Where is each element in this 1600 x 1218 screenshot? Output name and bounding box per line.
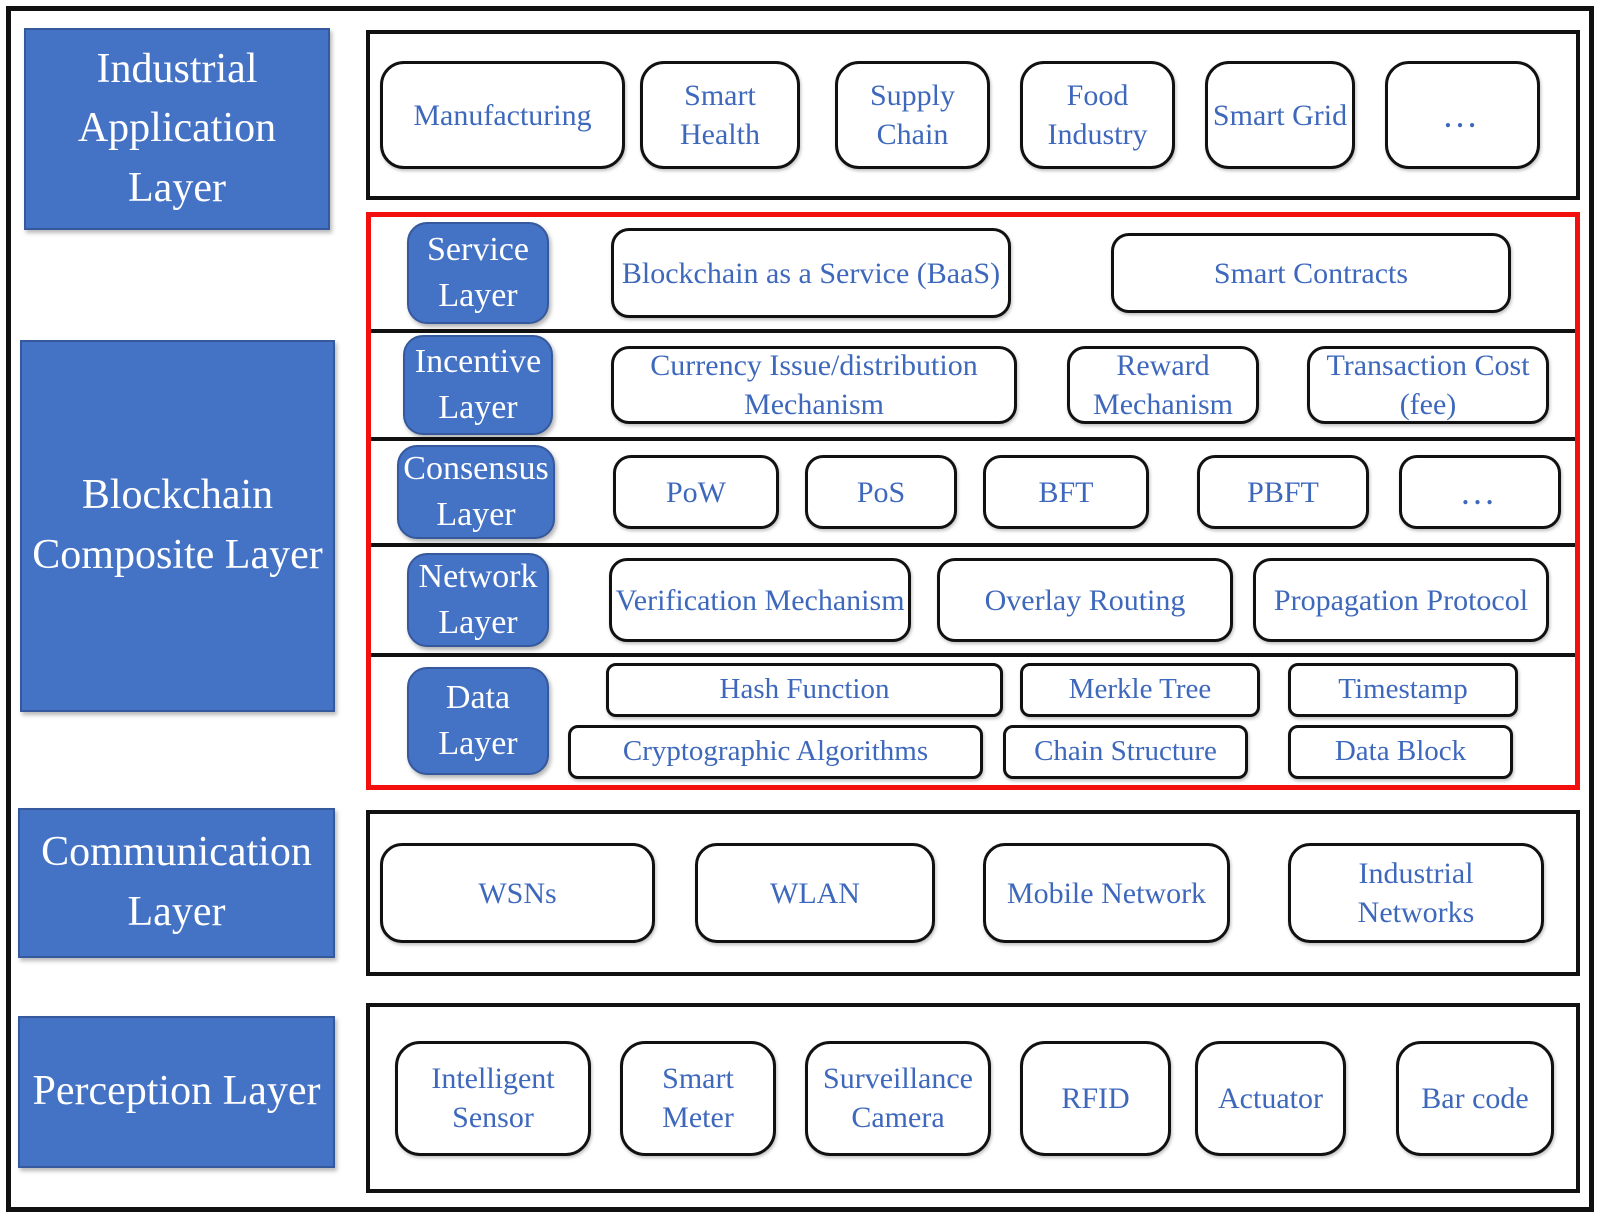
item-bar-code: Bar code: [1396, 1040, 1554, 1156]
item-wsns: WSNs: [380, 843, 655, 943]
item-merkle-tree: Merkle Tree: [1020, 663, 1260, 717]
communication-layer-label: Communication Layer: [18, 808, 335, 958]
item-transaction-cost: Transaction Cost (fee): [1307, 346, 1549, 424]
item-blockchain-as-a-service: Blockchain as a Service (BaaS): [611, 228, 1011, 318]
item-currency-issue-distribution: Currency Issue/distribution Mechanism: [611, 346, 1017, 424]
network-layer-row: Network Layer Verification Mechanism Ove…: [371, 547, 1575, 657]
item-application-ellipsis: …: [1385, 61, 1540, 169]
communication-layer-panel: WSNs WLAN Mobile Network Industrial Netw…: [366, 810, 1580, 976]
data-layer-row: Data Layer Hash Function Merkle Tree Tim…: [371, 657, 1575, 785]
item-pbft: PBFT: [1197, 455, 1369, 529]
item-verification-mechanism: Verification Mechanism: [609, 558, 911, 642]
data-layer-subrow-top: Hash Function Merkle Tree Timestamp: [549, 663, 1575, 717]
perception-layer-panel: Intelligent Sensor Smart Meter Surveilla…: [366, 1003, 1580, 1193]
network-layer-tab: Network Layer: [407, 553, 549, 647]
item-cryptographic-algorithms: Cryptographic Algorithms: [568, 725, 983, 779]
application-layer-panel: Manufacturing Smart Health Supply Chain …: [366, 30, 1580, 200]
item-overlay-routing: Overlay Routing: [937, 558, 1233, 642]
item-hash-function: Hash Function: [606, 663, 1003, 717]
item-timestamp: Timestamp: [1288, 663, 1518, 717]
item-rfid: RFID: [1020, 1040, 1171, 1156]
item-consensus-ellipsis: …: [1399, 455, 1561, 529]
perception-layer-label: Perception Layer: [18, 1016, 335, 1168]
item-pos: PoS: [805, 455, 957, 529]
consensus-layer-row: Consensus Layer PoW PoS BFT PBFT …: [371, 441, 1575, 547]
item-food-industry: Food Industry: [1020, 61, 1175, 169]
data-layer-tab: Data Layer: [407, 667, 549, 775]
outer-frame: [6, 6, 1594, 1212]
industrial-application-layer-label: Industrial Application Layer: [24, 28, 330, 230]
item-manufacturing: Manufacturing: [380, 61, 625, 169]
incentive-layer-tab: Incentive Layer: [403, 335, 553, 435]
service-layer-tab: Service Layer: [407, 222, 549, 324]
consensus-layer-tab: Consensus Layer: [397, 445, 555, 539]
item-pow: PoW: [613, 455, 779, 529]
item-chain-structure: Chain Structure: [1003, 725, 1248, 779]
communication-layer-row: WSNs WLAN Mobile Network Industrial Netw…: [370, 814, 1576, 972]
item-mobile-network: Mobile Network: [983, 843, 1230, 943]
item-data-block: Data Block: [1288, 725, 1513, 779]
item-smart-health: Smart Health: [640, 61, 800, 169]
application-layer-row: Manufacturing Smart Health Supply Chain …: [370, 34, 1576, 196]
item-industrial-networks: Industrial Networks: [1288, 843, 1544, 943]
data-layer-subrow-bottom: Cryptographic Algorithms Chain Structure…: [549, 725, 1575, 779]
item-actuator: Actuator: [1195, 1040, 1346, 1156]
data-layer-items: Hash Function Merkle Tree Timestamp Cryp…: [549, 663, 1575, 779]
item-supply-chain: Supply Chain: [835, 61, 990, 169]
incentive-layer-row: Incentive Layer Currency Issue/distribut…: [371, 333, 1575, 441]
item-reward-mechanism: Reward Mechanism: [1067, 346, 1259, 424]
item-smart-meter: Smart Meter: [620, 1040, 776, 1156]
perception-layer-row: Intelligent Sensor Smart Meter Surveilla…: [370, 1007, 1576, 1189]
item-surveillance-camera: Surveillance Camera: [805, 1040, 991, 1156]
service-layer-row: Service Layer Blockchain as a Service (B…: [371, 217, 1575, 333]
blockchain-composite-panel: Service Layer Blockchain as a Service (B…: [366, 212, 1580, 790]
item-smart-grid: Smart Grid: [1205, 61, 1355, 169]
item-bft: BFT: [983, 455, 1149, 529]
item-wlan: WLAN: [695, 843, 935, 943]
blockchain-composite-layer-label: Blockchain Composite Layer: [20, 340, 335, 712]
item-intelligent-sensor: Intelligent Sensor: [395, 1040, 591, 1156]
item-smart-contracts: Smart Contracts: [1111, 233, 1511, 313]
item-propagation-protocol: Propagation Protocol: [1253, 558, 1549, 642]
